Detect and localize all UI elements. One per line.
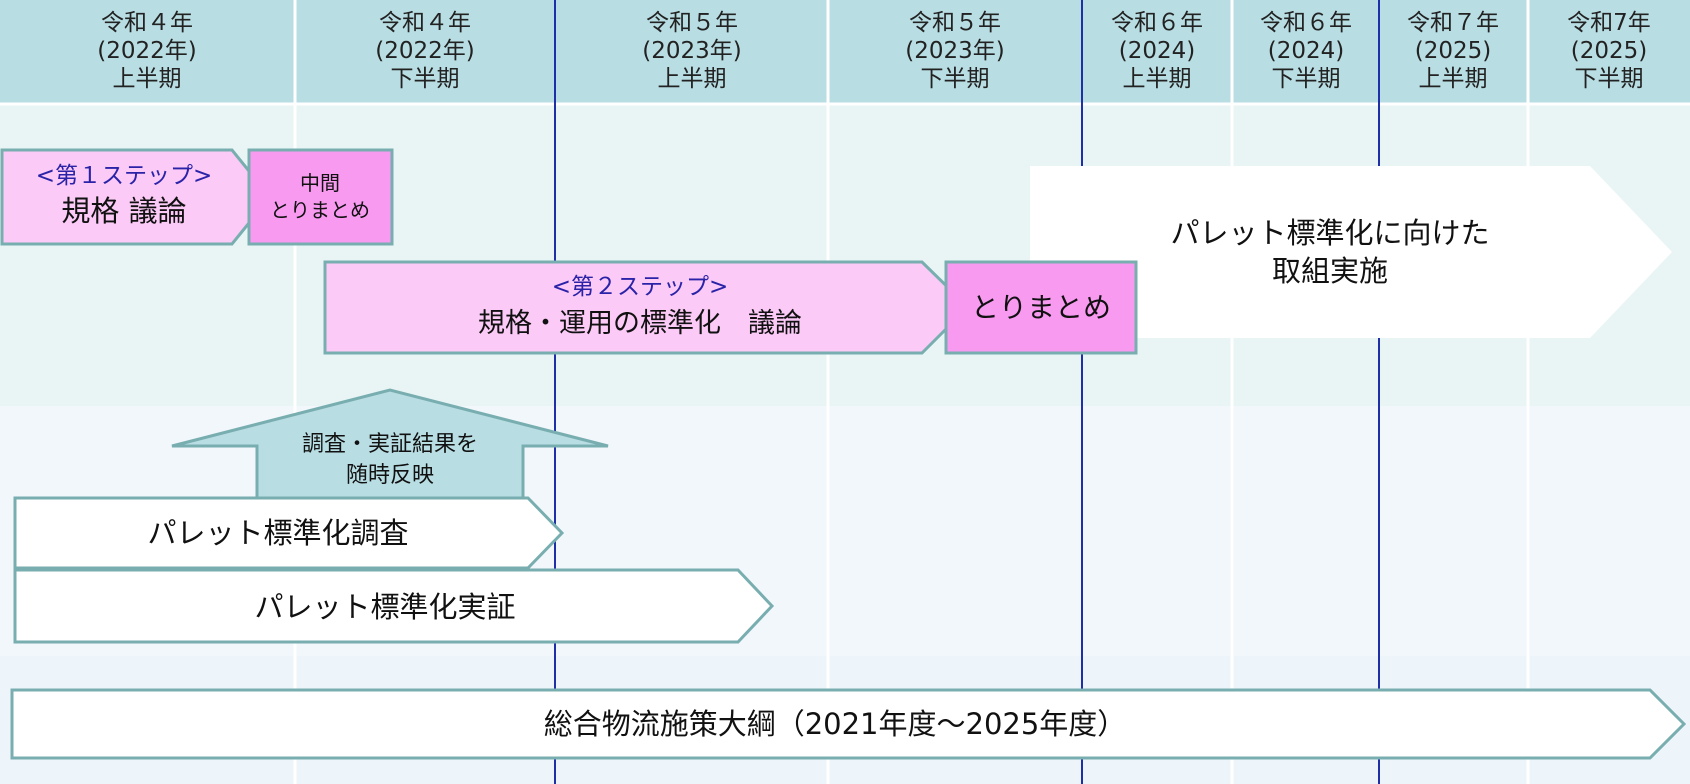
policy-label: 総合物流施策大綱（2021年度～2025年度）: [544, 707, 1127, 741]
feedback-up-arrow: 調査・実証結果を 随時反映: [171, 388, 609, 500]
header-year: (2022年): [97, 38, 196, 64]
header-half: 上半期: [1419, 66, 1488, 92]
header-year: (2023年): [642, 38, 741, 64]
header-half: 下半期: [1575, 66, 1644, 92]
implementation-arrow: パレット標準化に向けた 取組実施: [1030, 166, 1672, 338]
demonstration-arrow: パレット標準化実証: [13, 568, 775, 644]
header-era: 令和６年: [1111, 10, 1203, 36]
header-col-2: 令和４年 (2022年) 下半期: [375, 10, 474, 92]
header-col-6: 令和６年 (2024) 下半期: [1260, 10, 1352, 92]
header-half: 下半期: [391, 66, 460, 92]
step2-label: 規格・運用の標準化 議論: [478, 308, 802, 339]
header-half: 下半期: [921, 66, 990, 92]
header-half: 下半期: [1272, 66, 1341, 92]
header-era: 令和７年: [1407, 10, 1499, 36]
header-half: 上半期: [658, 66, 727, 92]
survey-arrow: パレット標準化調査: [13, 496, 565, 570]
step1-title: <第１ステップ>: [36, 163, 213, 189]
header-year: (2022年): [375, 38, 474, 64]
interim-summary-box: 中間 とりまとめ: [247, 148, 394, 246]
header-era: 令和５年: [646, 10, 738, 36]
survey-label: パレット標準化調査: [147, 516, 408, 550]
header-era: 令和６年: [1260, 10, 1352, 36]
summary-box: とりまとめ: [944, 260, 1138, 355]
policy-arrow: 総合物流施策大綱（2021年度～2025年度）: [10, 688, 1687, 760]
header-year: (2025): [1415, 38, 1491, 64]
year-dividers: [554, 0, 1380, 784]
demonstration-label: パレット標準化実証: [254, 590, 515, 624]
header-half: 上半期: [113, 66, 182, 92]
header-col-8: 令和7年 (2025) 下半期: [1567, 10, 1651, 92]
header-col-4: 令和５年 (2023年) 下半期: [905, 10, 1004, 92]
header-year: (2023年): [905, 38, 1004, 64]
header-col-5: 令和６年 (2024) 上半期: [1111, 10, 1203, 92]
step2-arrow: <第２ステップ> 規格・運用の標準化 議論: [323, 260, 971, 355]
header-year: (2024): [1119, 38, 1195, 64]
header-era: 令和４年: [379, 10, 471, 36]
step2-title: <第２ステップ>: [552, 274, 729, 300]
step1-label: 規格 議論: [61, 194, 186, 228]
header-year: (2024): [1268, 38, 1344, 64]
header-era: 令和５年: [909, 10, 1001, 36]
header-half: 上半期: [1123, 66, 1192, 92]
implementation-label-line2: 取組実施: [1272, 254, 1388, 288]
timeline-header: 令和４年 (2022年) 上半期 令和４年 (2022年) 下半期 令和５年 (…: [97, 10, 1651, 92]
header-col-3: 令和５年 (2023年) 上半期: [642, 10, 741, 92]
feedback-line2: 随時反映: [346, 463, 434, 488]
header-col-7: 令和７年 (2025) 上半期: [1407, 10, 1499, 92]
header-era: 令和４年: [101, 10, 193, 36]
header-year: (2025): [1571, 38, 1647, 64]
step1-arrow: <第１ステップ> 規格 議論: [0, 148, 272, 246]
header-era: 令和7年: [1567, 10, 1651, 36]
header-col-1: 令和４年 (2022年) 上半期: [97, 10, 196, 92]
interim-line2: とりまとめ: [270, 198, 370, 222]
interim-line1: 中間: [300, 171, 340, 195]
implementation-label-line1: パレット標準化に向けた: [1170, 216, 1489, 250]
header-band: [0, 0, 1690, 104]
summary-label: とりまとめ: [971, 291, 1111, 324]
feedback-line1: 調査・実証結果を: [302, 432, 478, 457]
